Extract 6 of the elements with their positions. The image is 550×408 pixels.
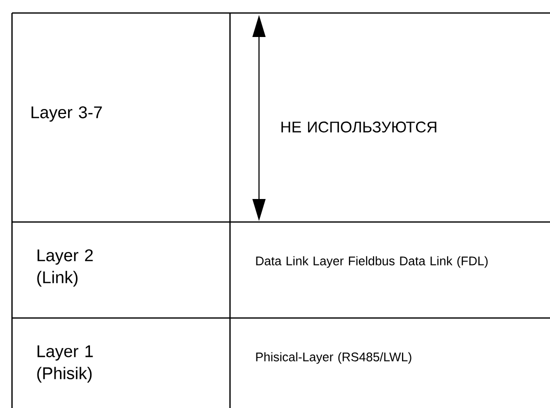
table-cell: Data Link Layer Fieldbus Data Link (FDL) <box>256 256 488 268</box>
table-cell: Layer 1 (Phisik) <box>37 345 93 383</box>
table-cell: Layer 3-7 <box>32 106 102 122</box>
table-cell: НЕ ИСПОЛЬЗУЮТСЯ <box>281 122 436 132</box>
table-cell: Phisical-Layer (RS485/LWL) <box>256 352 412 364</box>
table-cell: Layer 2 (Link) <box>37 249 93 287</box>
